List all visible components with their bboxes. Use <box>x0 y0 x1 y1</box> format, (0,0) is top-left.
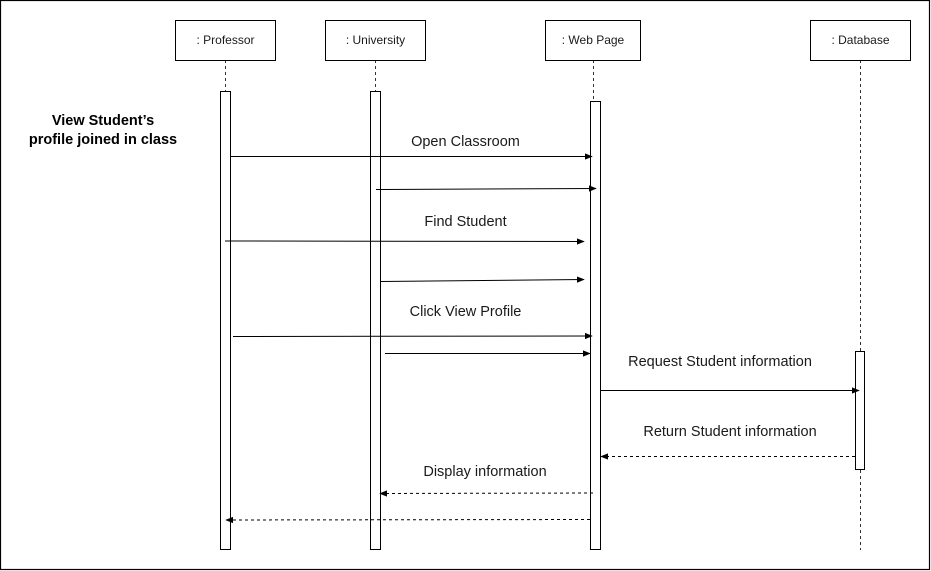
message-label: Return Student information <box>643 424 816 440</box>
participant-label: : Web Page <box>562 33 625 47</box>
participant-label: : Database <box>831 33 889 47</box>
participant-webpage: : Web Page <box>545 20 641 61</box>
message-arrow <box>232 332 593 340</box>
message-find-student: Find Student <box>224 214 585 245</box>
message-label: Click View Profile <box>410 304 522 320</box>
message-label: Display information <box>423 464 546 480</box>
message-label: Open Classroom <box>411 134 520 150</box>
message-university-to-webpage-2 <box>380 276 585 283</box>
activation-bar-professor <box>220 91 231 550</box>
message-request-student-information: Request Student information <box>601 354 860 394</box>
message-arrow <box>224 238 585 245</box>
message-label: Find Student <box>424 214 506 230</box>
participant-professor: : Professor <box>175 20 276 61</box>
activation-bar-database <box>855 351 865 470</box>
message-display-information: Display information <box>379 464 594 497</box>
participant-label: : Professor <box>196 33 254 47</box>
diagram-title: View Student’s profile joined in class <box>0 112 206 150</box>
message-return-student-information: Return Student information <box>600 424 855 460</box>
activation-bar-university <box>370 91 381 550</box>
participant-box <box>175 20 276 61</box>
message-arrow <box>225 516 591 524</box>
participant-label: : University <box>346 33 405 47</box>
diagram-title-line-1: View Student’s <box>51 113 155 129</box>
participant-university: : University <box>325 20 426 61</box>
participant-box <box>325 20 426 61</box>
diagram-title-line-2: profile joined in class <box>28 132 178 148</box>
message-webpage-to-professor <box>225 516 591 524</box>
message-university-to-webpage-1 <box>375 185 597 192</box>
participant-box <box>545 20 641 61</box>
message-open-classroom: Open Classroom <box>231 134 593 160</box>
message-label: Request Student information <box>628 354 812 370</box>
message-click-view-profile: Click View Profile <box>232 304 593 340</box>
message-arrow <box>375 185 597 192</box>
activation-bar-webpage <box>590 101 601 550</box>
participant-database: : Database <box>810 20 911 61</box>
participant-box <box>810 20 911 61</box>
message-arrow <box>380 276 585 283</box>
